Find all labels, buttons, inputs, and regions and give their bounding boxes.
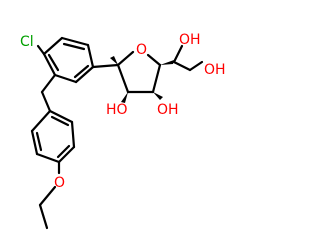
ethoxyphenyl-ring	[30, 109, 76, 164]
furanose-ring	[116, 50, 162, 94]
molecule-structure: Cl O HO OH OH OH O	[20, 32, 226, 230]
oh-c3-label: HO	[106, 102, 128, 118]
ring-oxygen-label: O	[136, 42, 147, 58]
methylene-bridge	[40, 73, 57, 113]
ether-oxygen-label: O	[54, 175, 65, 191]
wedge-c3-oh	[121, 92, 128, 103]
bond-c-cl	[36, 44, 46, 56]
wedge-c1-h	[110, 56, 118, 65]
oh-c4-label: OH	[157, 102, 179, 118]
diol-side-chain	[172, 44, 204, 72]
chlorine-label: Cl	[20, 34, 34, 50]
wedge-c5-side	[160, 60, 174, 65]
oh-side-secondary-label: OH	[179, 32, 201, 48]
oh-side-primary-label: OH	[204, 62, 226, 78]
wedge-c4-oh	[153, 92, 163, 100]
ethoxy-group	[38, 160, 61, 230]
bond-aryl-c1	[91, 63, 120, 69]
chlorophenyl-ring	[42, 36, 95, 84]
